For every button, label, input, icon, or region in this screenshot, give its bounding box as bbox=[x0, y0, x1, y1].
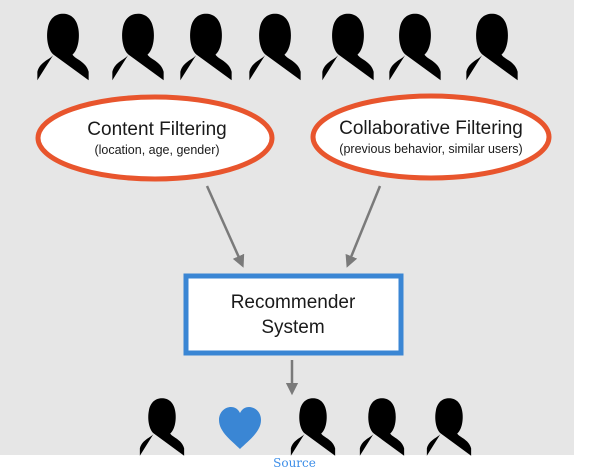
heart-icon bbox=[219, 407, 261, 449]
person-icon bbox=[359, 398, 405, 456]
arrow-content-to-recommender bbox=[205, 185, 245, 268]
collaborative-filtering-subtitle: (previous behavior, similar users) bbox=[339, 142, 522, 156]
collaborative-filtering-node: Collaborative Filtering (previous behavi… bbox=[310, 93, 552, 181]
person-icon bbox=[139, 398, 185, 456]
person-icon bbox=[322, 13, 374, 81]
diagram-background bbox=[0, 0, 574, 455]
recommender-line-1: Recommender bbox=[231, 292, 356, 313]
person-icon bbox=[290, 398, 336, 456]
collaborative-filtering-title: Collaborative Filtering bbox=[339, 118, 523, 139]
person-icon bbox=[426, 398, 472, 456]
recommender-line-2: System bbox=[261, 317, 324, 338]
recommender-system-node: Recommender System bbox=[183, 273, 404, 356]
content-filtering-title: Content Filtering bbox=[87, 119, 226, 140]
person-icon bbox=[389, 13, 441, 81]
person-icon bbox=[37, 13, 89, 81]
content-filtering-node: Content Filtering (location, age, gender… bbox=[35, 94, 275, 182]
person-icon bbox=[466, 13, 518, 81]
person-icon bbox=[249, 13, 301, 81]
source-link[interactable]: Source bbox=[273, 456, 316, 470]
content-filtering-subtitle: (location, age, gender) bbox=[94, 143, 219, 157]
person-icon bbox=[112, 13, 164, 81]
person-icon bbox=[180, 13, 232, 81]
arrow-collaborative-to-recommender bbox=[345, 185, 382, 268]
